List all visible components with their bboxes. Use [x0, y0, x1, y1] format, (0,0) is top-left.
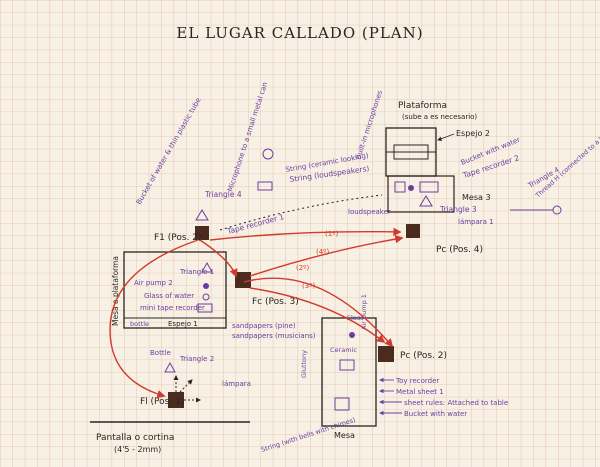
label-air-pump1: Air pump 1 [360, 294, 368, 330]
label-ceramic: Ceramic [330, 346, 357, 354]
red-path-4 [243, 277, 394, 348]
label-fl-pos1: Fl (Pos. 1) [140, 397, 184, 407]
mesa-low-table [321, 317, 377, 427]
triangle-top-icon [195, 209, 209, 221]
label-mesa-low: Mesa [334, 431, 355, 440]
mesa3-object-a [394, 181, 406, 193]
glass-water-icon [202, 293, 210, 301]
label-bucket-water2: Bucket with water [404, 410, 467, 418]
label-mesa-o-plataforma: Mesa o plataforma [111, 256, 120, 326]
label-f1-pos2: F1 (Pos. 2) [154, 233, 202, 243]
label-lampara-low: lámpara [222, 380, 251, 388]
label-red1: (1º) [325, 230, 338, 238]
label-mini-tape-recorder: mini tape recorder [140, 304, 205, 312]
label-gluttony: Gluttony [300, 350, 308, 378]
left-table [123, 251, 227, 329]
triangle2-icon [164, 361, 176, 373]
label-espejo2: Espejo 2 [456, 129, 490, 138]
label-bottle2: Bottle [150, 349, 171, 357]
red-path-2 [249, 234, 404, 277]
label-fc-pos3: Fc (Pos. 3) [252, 297, 299, 307]
label-red3: (3º) [302, 282, 315, 290]
label-sandpapers2: sandpapers (musicians) [232, 332, 316, 340]
mesa3-table [387, 175, 455, 213]
label-toy-recorder: Toy recorder [395, 377, 439, 385]
red-path-3 [249, 287, 386, 344]
movement-paths [109, 227, 404, 399]
fc-pos3-marker [235, 272, 251, 288]
label-glass-of-water: Glass of water [144, 292, 194, 300]
label-mesa3: Mesa 3 [462, 193, 491, 202]
label-plataforma-sub: (sube a es necesario) [402, 113, 477, 121]
label-red4: (4º) [316, 248, 329, 256]
label-bottle: bottle [130, 320, 149, 328]
label-air-pump2: Air pump 2 [134, 279, 173, 287]
label-sandpaper: sandpapers (pine) [232, 322, 296, 330]
label-loudspeaker-right: loudspeaker [348, 208, 391, 216]
can-top-icon [257, 181, 273, 191]
left-table-group: Mesa o plataforma Air pump 2 Glass of wa… [111, 251, 227, 329]
air-pump2-dot [203, 283, 209, 289]
label-sheet-rules: sheet rules: Attached to table [404, 399, 508, 407]
label-lampara1-right: lámpara 1 [458, 218, 494, 226]
toy-recorder-icon [339, 359, 355, 371]
bucket-low-icon [334, 397, 350, 411]
diagram-title: EL LUGAR CALLADO (PLAN) [176, 24, 423, 42]
label-pc-pos2: Pc (Pos. 2) [400, 351, 447, 361]
mesa-low-group: Mesa Air pump 1 Glass Ceramic Gluttony [300, 294, 377, 440]
label-triangle1: Triangle 1 [179, 268, 214, 276]
lamp-top-icon [262, 148, 274, 160]
label-triangle-top: Triangle 4 [204, 190, 242, 199]
label-pantalla: Pantalla o cortina [96, 433, 174, 443]
espejo2-arrow [437, 133, 455, 141]
tape-recorder-2-shape [419, 181, 439, 193]
label-glass: Glass [346, 314, 364, 322]
mesa3-dot [408, 185, 414, 191]
triangle1-icon [201, 261, 213, 273]
string-loudspeakers-line [219, 194, 383, 231]
red-path-1 [209, 227, 402, 241]
red-path-6 [199, 239, 238, 278]
air-pump1-dot [349, 332, 355, 338]
pc-pos2-marker [378, 346, 394, 362]
pc-pos4-marker [406, 224, 420, 238]
label-triangle3: Triangle 3 [439, 205, 477, 214]
label-pc-pos4: Pc (Pos. 4) [436, 245, 483, 255]
label-triangle2: Triangle 2 [179, 355, 214, 363]
label-espejo1: Espejo 1 [168, 320, 198, 328]
platform-group: Plataforma (sube a es necesario) Espejo … [385, 101, 490, 177]
label-metallic-sheet: Metal sheet 1 [396, 388, 444, 396]
triangle3-icon [419, 195, 433, 207]
fl-arrow-diag [179, 379, 193, 393]
fl-pos1-marker [168, 392, 184, 408]
label-plataforma: Plataforma [398, 101, 447, 111]
red-path-5 [109, 239, 199, 399]
label-red2: (2º) [296, 264, 309, 272]
f1-pos2-marker [195, 226, 209, 240]
mini-tape-icon [197, 303, 213, 313]
label-pantalla-sub: (4'5 - 2mm) [114, 445, 161, 454]
